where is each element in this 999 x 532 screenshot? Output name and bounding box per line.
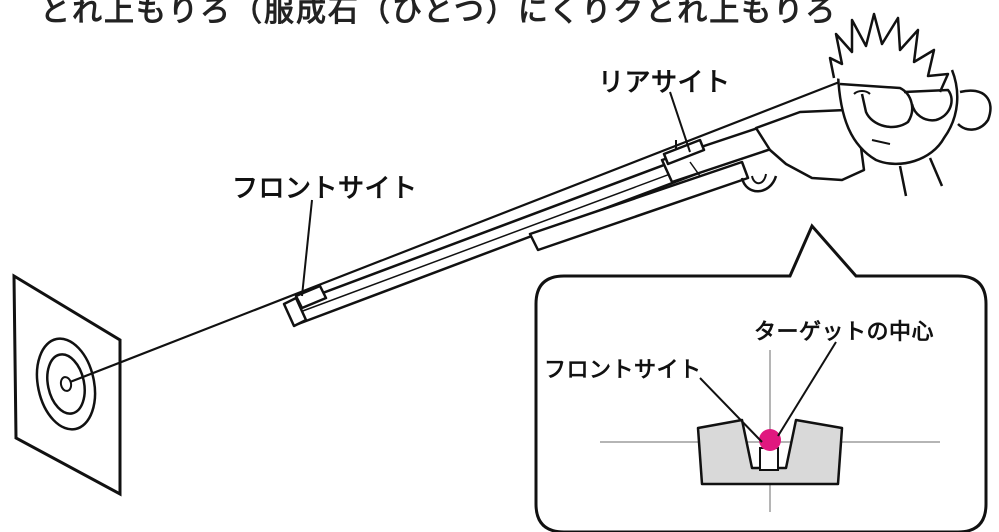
front-sight-label: フロントサイト — [232, 174, 418, 204]
front-sight-leader — [301, 199, 313, 297]
shooter-head — [828, 12, 992, 197]
rear-sight-label: リアサイト — [598, 68, 731, 98]
trigger-guard — [740, 175, 778, 193]
rifle — [282, 108, 866, 328]
sight-line — [69, 72, 861, 384]
inset-target-center-label: ターゲットの中心 — [754, 320, 935, 345]
rifle-stock — [754, 108, 866, 182]
rifle-muzzle — [282, 296, 308, 328]
target-center-dot — [759, 429, 781, 451]
cropped-top-caption: とれ上もりろ（服成石（ひとつ）にくりクとれ上もりろ — [40, 0, 838, 29]
rifle-tube — [528, 160, 750, 252]
inset-front-sight-label: フロントサイト — [544, 358, 702, 383]
inset-rear-sight-notch — [696, 418, 844, 486]
target-board — [12, 273, 122, 497]
inset-front-sight-post — [759, 447, 779, 471]
front-sight-post — [294, 284, 328, 310]
rear-sight-leader — [669, 91, 691, 153]
target-rings — [35, 337, 97, 431]
inset-sight-picture — [600, 341, 940, 512]
hair — [828, 12, 950, 93]
